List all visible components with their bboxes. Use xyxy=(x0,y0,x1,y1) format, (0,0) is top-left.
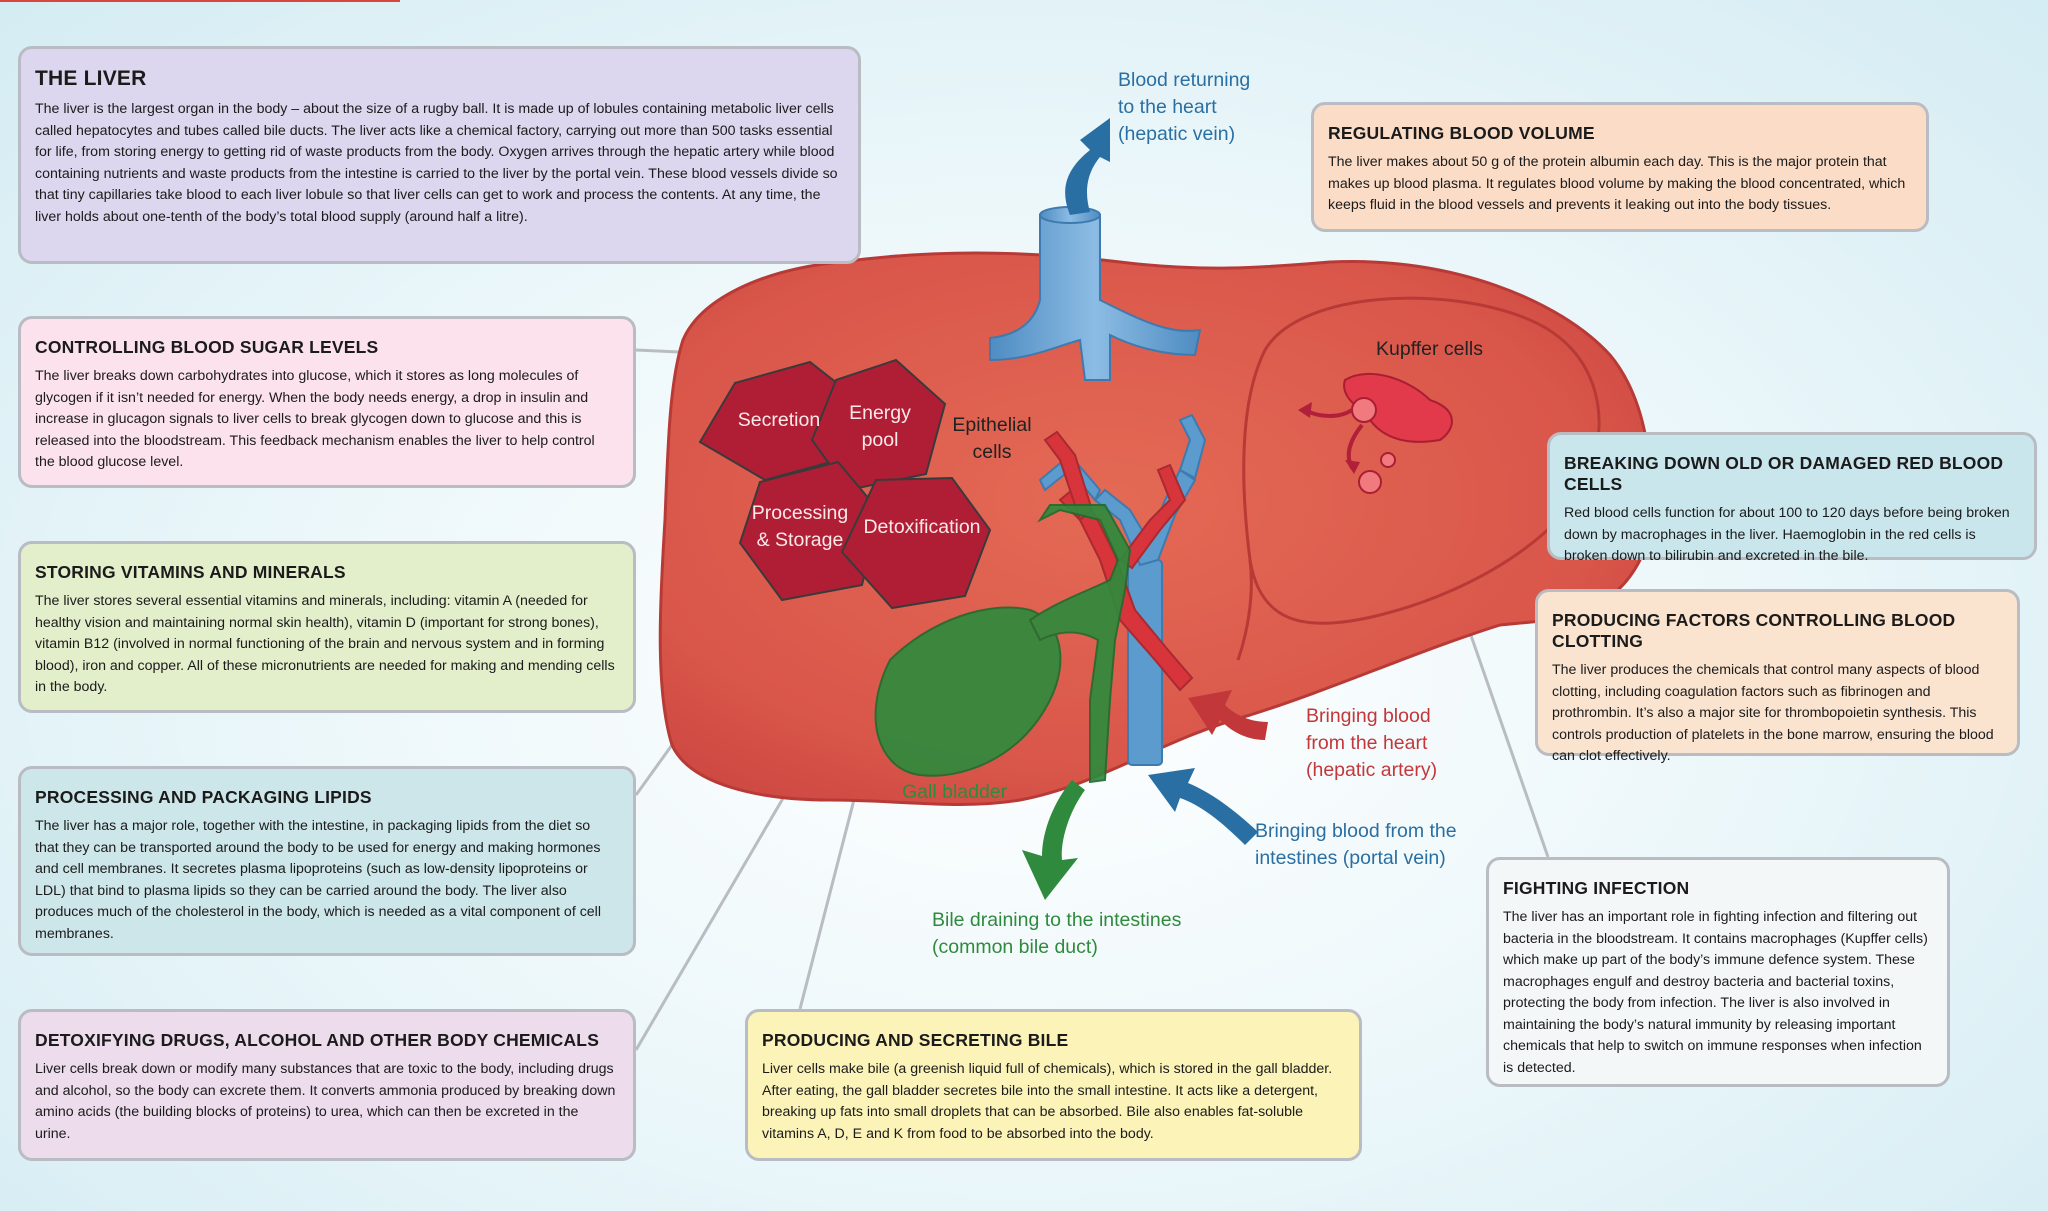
label-portal-line1: Bringing blood from the xyxy=(1255,820,1457,842)
label-hepatic-artery: Bringing blood from the heart (hepatic a… xyxy=(1306,703,1437,784)
box-text: The liver stores several essential vitam… xyxy=(35,593,615,695)
hepatic-artery-arrow xyxy=(1188,690,1268,740)
hex-label-energy-line2: pool xyxy=(861,429,899,451)
box-fighting-infection: FIGHTING INFECTION The liver has an impo… xyxy=(1486,857,1950,1087)
hex-processing xyxy=(738,460,882,602)
box-blood-sugar: CONTROLLING BLOOD SUGAR LEVELS The liver… xyxy=(18,316,636,488)
box-text: Liver cells break down or modify many su… xyxy=(35,1061,616,1142)
box-title: BREAKING DOWN OLD OR DAMAGED RED BLOOD C… xyxy=(1564,453,2004,494)
hex-label-energy-line1: Energy xyxy=(849,402,911,424)
label-bile-duct-line1: Bile draining to the intestines xyxy=(932,909,1182,931)
hex-label-detoxification: Detoxification xyxy=(863,516,981,538)
box-blood-volume: REGULATING BLOOD VOLUME The liver makes … xyxy=(1311,102,1929,232)
label-bile-duct: Bile draining to the intestines (common … xyxy=(932,907,1181,961)
box-text: The liver is the largest organ in the bo… xyxy=(35,101,838,225)
box-red-blood-cells: BREAKING DOWN OLD OR DAMAGED RED BLOOD C… xyxy=(1547,432,2037,564)
bile-duct-arrow xyxy=(1022,780,1085,900)
hex-label-processing-line1: Processing xyxy=(751,502,849,524)
box-title: CONTROLLING BLOOD SUGAR LEVELS xyxy=(35,337,379,357)
label-artery-line3: (hepatic artery) xyxy=(1306,759,1438,781)
label-hepatic-vein-line3: (hepatic vein) xyxy=(1118,123,1236,145)
label-epithelial-cells: Epithelial cells xyxy=(942,412,1042,466)
box-text: The liver breaks down carbohydrates into… xyxy=(35,368,595,470)
box-text: Liver cells make bile (a greenish liquid… xyxy=(762,1061,1333,1142)
hex-label-processing: Processing & Storage xyxy=(740,500,860,554)
box-vitamins-minerals: STORING VITAMINS AND MINERALS The liver … xyxy=(18,541,636,713)
top-accent-line xyxy=(0,0,400,2)
box-bile: PRODUCING AND SECRETING BILE Liver cells… xyxy=(745,1009,1362,1161)
label-hepatic-vein-line2: to the heart xyxy=(1118,96,1217,118)
bile-system xyxy=(874,504,1132,784)
label-bile-duct-line2: (common bile duct) xyxy=(932,936,1098,958)
box-title: STORING VITAMINS AND MINERALS xyxy=(35,562,346,582)
box-text: The liver has an important role in fight… xyxy=(1503,909,1928,1076)
label-epithelial-line1: Epithelial xyxy=(952,414,1032,436)
label-gall-bladder: Gall bladder xyxy=(902,781,1008,803)
box-lipids: PROCESSING AND PACKAGING LIPIDS The live… xyxy=(18,766,636,956)
label-hepatic-vein-line1: Blood returning xyxy=(1118,69,1251,91)
hex-label-secretion: Secretion xyxy=(737,409,821,431)
box-text: The liver makes about 50 g of the protei… xyxy=(1328,154,1906,213)
hex-detox xyxy=(840,476,992,610)
label-epithelial-line2: cells xyxy=(972,441,1012,463)
hex-label-energy-pool: Energy pool xyxy=(820,400,940,454)
box-title: FIGHTING INFECTION xyxy=(1503,878,1690,898)
box-detoxifying: DETOXIFYING DRUGS, ALCOHOL AND OTHER BOD… xyxy=(18,1009,636,1161)
box-text: Red blood cells function for about 100 t… xyxy=(1564,505,2010,564)
box-title: DETOXIFYING DRUGS, ALCOHOL AND OTHER BOD… xyxy=(35,1030,600,1050)
box-the-liver: THE LIVER The liver is the largest organ… xyxy=(18,46,861,264)
box-blood-clotting: PRODUCING FACTORS CONTROLLING BLOOD CLOT… xyxy=(1535,589,2020,764)
box-text: The liver has a major role, together wit… xyxy=(35,818,601,942)
box-title: PRODUCING AND SECRETING BILE xyxy=(762,1030,1069,1050)
box-title: PROCESSING AND PACKAGING LIPIDS xyxy=(35,787,372,807)
label-artery-line1: Bringing blood xyxy=(1306,705,1431,727)
portal-vein-arrow xyxy=(1148,768,1258,845)
label-hepatic-vein: Blood returning to the heart (hepatic ve… xyxy=(1118,67,1250,148)
hex-energy xyxy=(810,358,947,492)
hexagon-cells xyxy=(698,358,992,610)
box-text: The liver produces the chemicals that co… xyxy=(1552,662,1994,764)
hepatic-vein-arrow xyxy=(1065,118,1110,215)
box-title: REGULATING BLOOD VOLUME xyxy=(1328,123,1595,143)
label-portal-vein: Bringing blood from the intestines (port… xyxy=(1255,818,1457,872)
label-kupffer-cells: Kupffer cells xyxy=(1376,338,1483,360)
label-artery-line2: from the heart xyxy=(1306,732,1428,754)
label-portal-line2: intestines (portal vein) xyxy=(1255,847,1446,869)
lobe-division xyxy=(1242,296,1601,625)
hex-label-processing-line2: & Storage xyxy=(756,529,844,551)
kupffer-cell xyxy=(1343,372,1453,494)
box-title: PRODUCING FACTORS CONTROLLING BLOOD CLOT… xyxy=(1552,610,1956,651)
box-title: THE LIVER xyxy=(35,67,147,90)
